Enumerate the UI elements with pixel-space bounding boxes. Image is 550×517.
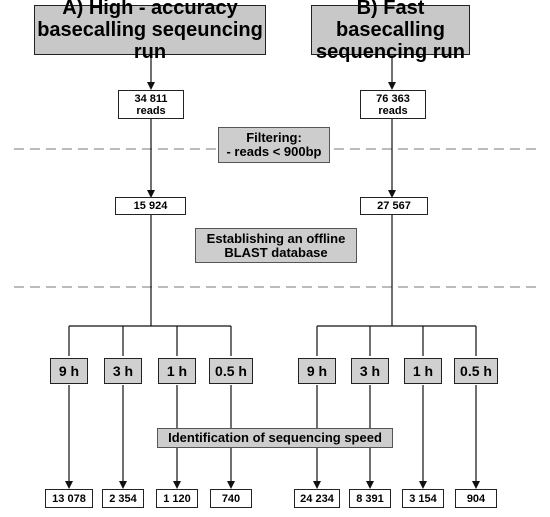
- run-b-time-3h: 3 h: [351, 358, 389, 384]
- run-a-filtered-count: 15 924: [115, 197, 186, 215]
- run-b-raw-reads: 76 363 reads: [360, 90, 426, 119]
- run-b-time-1h: 1 h: [404, 358, 442, 384]
- run-a-time-3h: 3 h: [104, 358, 142, 384]
- run-b-result-0-5h: 904: [455, 489, 497, 508]
- run-a-header: A) High - accuracy basecalling seqeuncin…: [34, 0, 266, 63]
- run-b-result-1h: 3 154: [402, 489, 444, 508]
- speed-identification-step: Identification of sequencing speed: [157, 428, 393, 448]
- run-a-result-3h: 2 354: [102, 489, 144, 508]
- run-b-header: B) Fast basecalling sequencing run: [311, 0, 470, 63]
- run-b-time-0-5h: 0.5 h: [454, 358, 498, 384]
- run-a-result-1h: 1 120: [156, 489, 198, 508]
- run-a-result-9h: 13 078: [45, 489, 93, 508]
- run-a-time-0-5h: 0.5 h: [209, 358, 253, 384]
- run-a-raw-reads: 34 811 reads: [118, 90, 184, 119]
- filtering-step: Filtering: - reads < 900bp: [218, 127, 330, 163]
- run-b-result-3h: 8 391: [349, 489, 391, 508]
- blast-database-step: Establishing an offline BLAST database: [195, 228, 357, 263]
- run-a-result-0-5h: 740: [210, 489, 252, 508]
- run-a-time-1h: 1 h: [158, 358, 196, 384]
- run-b-time-9h: 9 h: [298, 358, 336, 384]
- run-b-filtered-count: 27 567: [360, 197, 428, 215]
- run-b-result-9h: 24 234: [294, 489, 340, 508]
- run-a-time-9h: 9 h: [50, 358, 88, 384]
